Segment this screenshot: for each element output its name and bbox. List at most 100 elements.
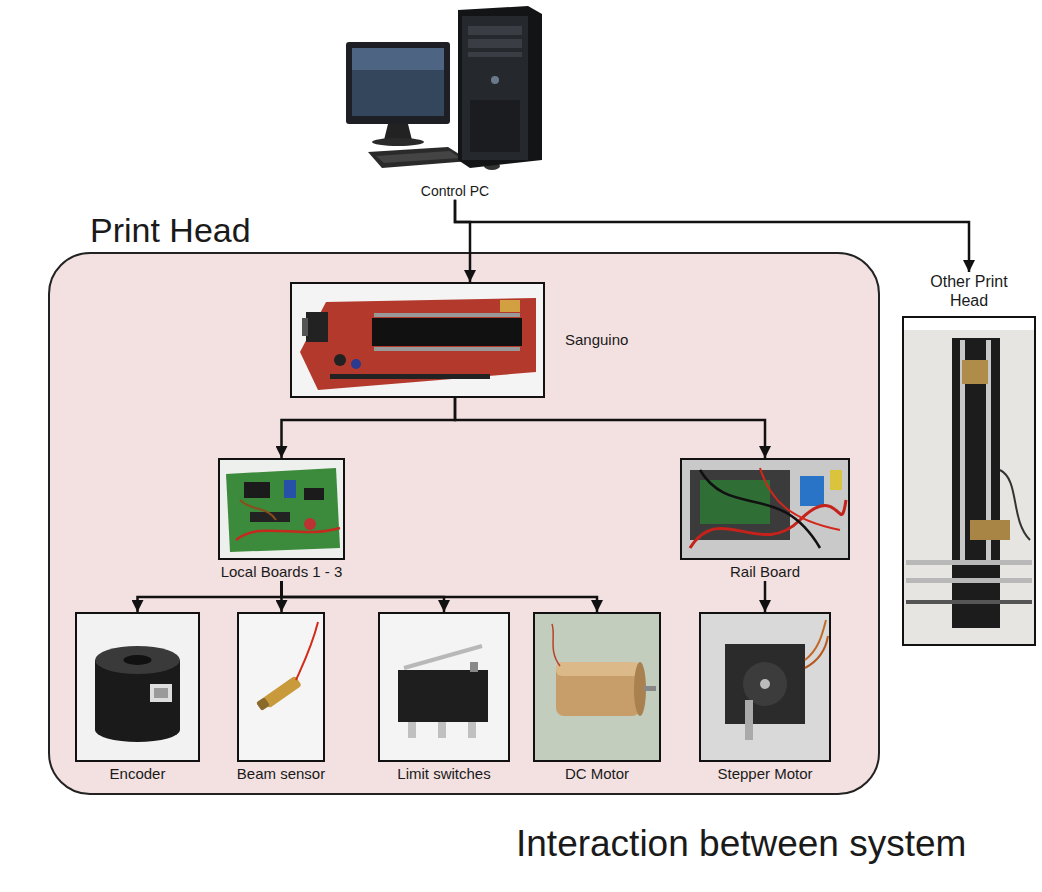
figure-caption: Interaction between system: [516, 822, 966, 866]
dc-motor-part: DC Motor: [533, 612, 661, 783]
other-print-head-photo: [962, 360, 988, 384]
local-board-photo: [284, 480, 296, 498]
photo-frame: [902, 316, 1036, 646]
stepper-motor-photo: [805, 636, 828, 668]
local-board-photo: [220, 460, 343, 558]
pc-icon: [462, 16, 528, 160]
sanguino-photo: [374, 347, 520, 351]
photo-frame: [75, 612, 200, 762]
sanguino-photo: [306, 312, 328, 342]
beam-sensor-part: Beam sensor: [237, 612, 325, 783]
print-head-region: Print HeadSanguinoLocal Boards 1 - 3Rail…: [48, 212, 880, 795]
pc-icon: [372, 138, 424, 146]
part-label: Rail Board: [730, 563, 800, 581]
sanguino-photo: [302, 318, 308, 336]
local-board-photo: [220, 460, 343, 558]
rail-board-photo: [760, 468, 840, 530]
pc-icon: [384, 124, 412, 140]
photo-frame: [699, 612, 831, 762]
photo-frame: [680, 458, 850, 560]
beam-sensor-photo: [239, 614, 323, 760]
dc-motor-photo: [556, 662, 640, 676]
encoder-photo: [95, 646, 180, 674]
other-print-head-photo: [904, 330, 1034, 646]
pc-icon: [352, 48, 444, 116]
part-label: Limit switches: [397, 765, 490, 783]
part-label: Beam sensor: [237, 765, 325, 783]
encoder-photo: [77, 614, 198, 760]
rail-board-photo: [700, 470, 820, 548]
local-board-photo: [240, 500, 276, 520]
computer-icon: Control PC: [340, 8, 570, 200]
dc-motor-photo: [535, 614, 659, 760]
rail-board-photo: [682, 460, 848, 558]
part-label: Control PC: [421, 183, 489, 200]
part-label: Sanguino: [565, 331, 628, 349]
dc-motor-photo: [556, 662, 640, 716]
photo-frame: [237, 612, 325, 762]
pc-icon: [491, 76, 499, 84]
sanguino-photo: [374, 313, 520, 317]
local-board-photo: [244, 482, 270, 498]
photo-frame: [340, 8, 570, 180]
region-outline: [48, 252, 880, 795]
rail-board-photo: [830, 470, 842, 490]
sanguino-photo: [334, 354, 346, 366]
controller-board: Sanguino: [290, 282, 650, 398]
other-print-head-photo: [906, 600, 1032, 604]
sanguino-photo: [372, 318, 522, 346]
stepper-motor-photo: [745, 700, 753, 740]
other-print-head-photo: [952, 338, 1000, 628]
photo-frame: [533, 612, 661, 762]
encoder-part: Encoder: [75, 612, 200, 783]
beam-sensor-photo: [256, 697, 270, 711]
part-label: Stepper Motor: [717, 765, 812, 783]
photo-frame: [290, 282, 545, 398]
encoder-photo: [124, 655, 152, 665]
beam-sensor-photo: [239, 614, 323, 760]
other-print-head-photo: [1000, 470, 1030, 540]
pc-icon: [368, 147, 470, 168]
stepper-motor-photo: [701, 614, 829, 760]
encoder-photo: [150, 684, 172, 702]
rail-board-photo: [800, 476, 824, 506]
limit-switch-photo: [408, 722, 416, 738]
limit-switch-photo: [380, 614, 508, 760]
dc-motor-photo: [535, 614, 659, 760]
rail-board: Rail Board: [680, 458, 850, 581]
stepper-motor-photo: [760, 679, 770, 689]
sanguino-photo: [292, 284, 543, 396]
limit-switch-photo: [438, 722, 446, 738]
sanguino-photo: [351, 359, 361, 369]
stepper-motor-part: Stepper Motor: [699, 612, 831, 783]
other-print-head-photo: [906, 578, 1032, 583]
limit-switch-part: Limit switches: [378, 612, 510, 783]
pc-icon: [468, 39, 522, 48]
part-label: Other Print Head: [919, 272, 1019, 310]
pc-icon: [346, 42, 450, 124]
pc-icon: [346, 6, 542, 170]
sanguino-photo: [330, 374, 490, 379]
connector-arrow: [764, 581, 767, 612]
sanguino-photo: [292, 284, 543, 396]
local-board-photo: [304, 518, 316, 530]
local-board-photo: [304, 488, 324, 500]
local-board: Local Boards 1 - 3: [218, 458, 345, 581]
dc-motor-photo: [552, 624, 560, 666]
limit-switch-photo: [468, 722, 476, 738]
pc-icon: [458, 6, 542, 168]
pc-icon: [376, 151, 460, 163]
other-print-head-photo: [970, 520, 1010, 540]
photo-frame: [218, 458, 345, 560]
rail-board-photo: [690, 500, 846, 548]
part-label: Local Boards 1 - 3: [221, 563, 343, 581]
pc-icon: [352, 48, 444, 70]
sanguino-photo: [300, 298, 536, 390]
local-board-photo: [236, 528, 340, 540]
photo-frame: [378, 612, 510, 762]
rail-board-photo: [682, 460, 848, 558]
encoder-photo: [77, 614, 198, 760]
sanguino-photo: [500, 300, 520, 312]
